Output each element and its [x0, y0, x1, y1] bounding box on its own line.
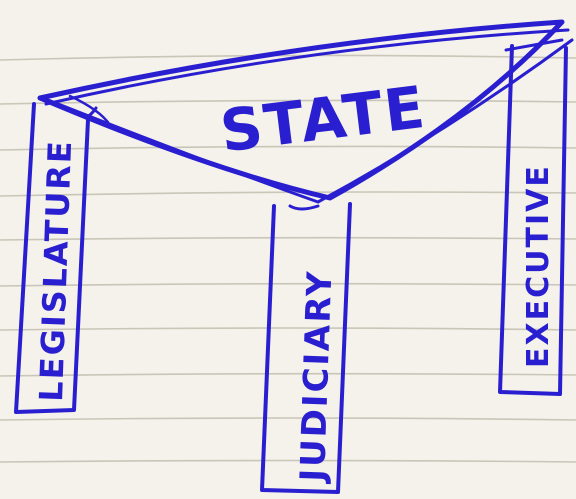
executive-label: EXECUTIVE: [521, 164, 556, 368]
judiciary-label: JUDICIARY: [293, 269, 340, 484]
executive-pillar: [498, 44, 568, 396]
state-label: STATE: [217, 73, 430, 166]
judiciary-pillar: [260, 202, 352, 494]
legislature-label: LEGISLATURE: [32, 139, 79, 403]
legislature-pillar: [14, 102, 90, 414]
